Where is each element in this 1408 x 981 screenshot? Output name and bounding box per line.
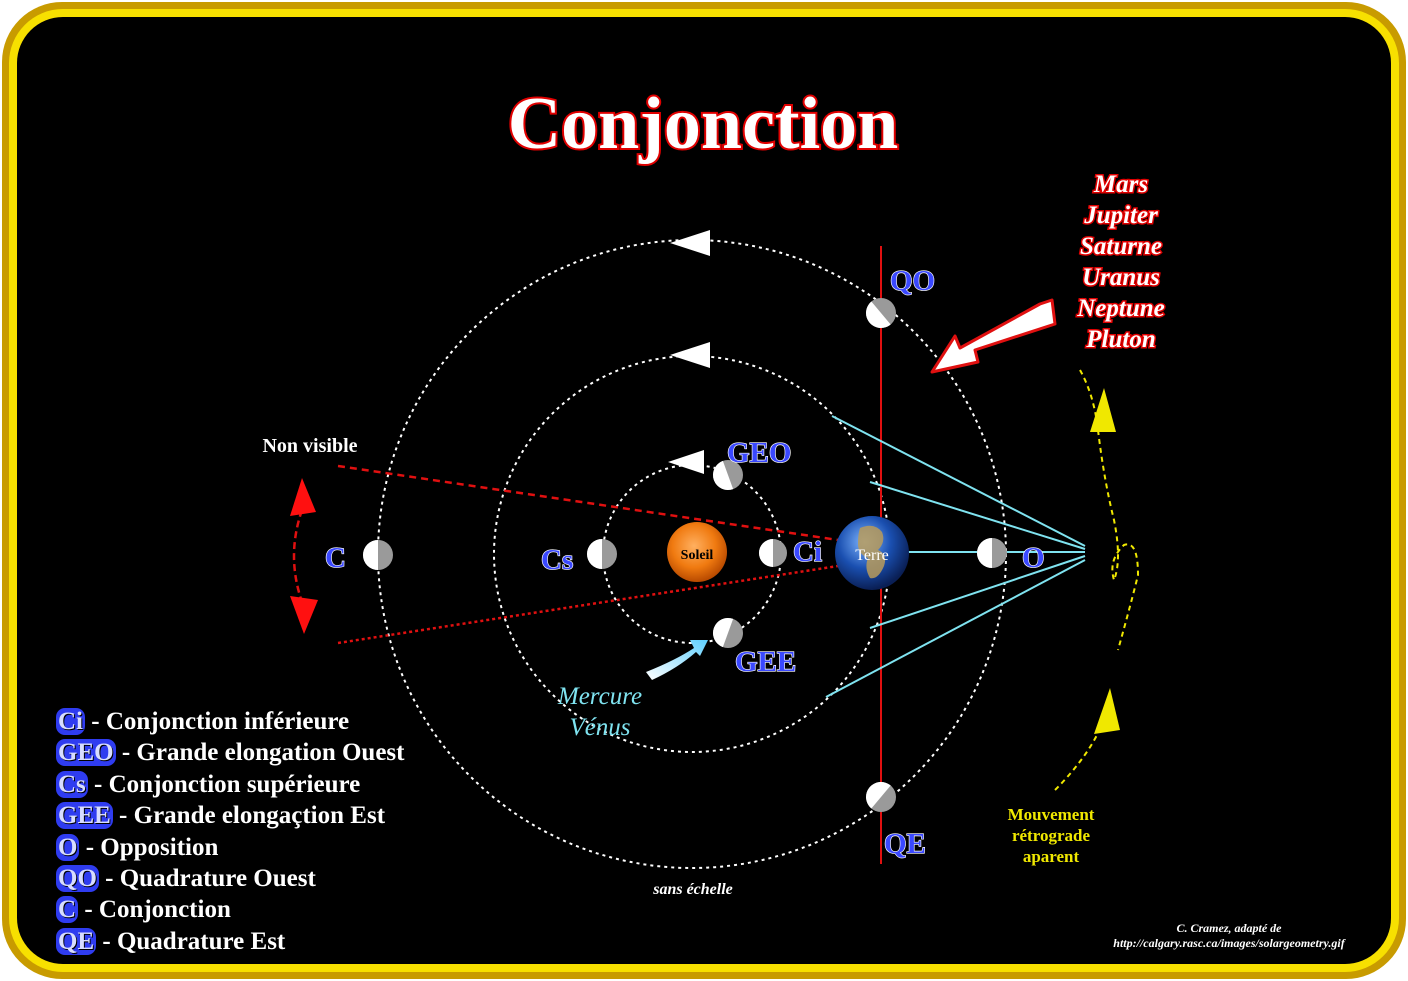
outer-planet-name: Neptune: [1076, 295, 1165, 322]
planet-marker-o: [977, 538, 1007, 568]
planet-marker-c: [363, 540, 393, 570]
sightline-red-lower: [337, 564, 839, 645]
legend-abbr: QO: [56, 864, 99, 892]
retrograde-arrow-up: [1090, 388, 1116, 432]
legend-row: Cs - Conjonction supérieure: [56, 769, 576, 800]
svg-text:http://calgary.rasc.ca/images/: http://calgary.rasc.ca/images/solargeome…: [1113, 936, 1345, 950]
outer-planet-name: Uranus: [1082, 264, 1160, 291]
legend-row: O - Opposition: [56, 832, 576, 863]
label-geo: GEO: [727, 437, 791, 469]
credit: C. Cramez, adapté de http://calgary.rasc…: [1113, 921, 1345, 950]
svg-text:rétrograde: rétrograde: [1012, 826, 1090, 845]
planet-markers: [363, 298, 1007, 812]
retrograde-label: Mouvement rétrograde aparent: [1008, 805, 1095, 866]
legend-desc: - Conjonction supérieure: [94, 770, 361, 798]
earth-label: Terre: [855, 547, 889, 564]
planet-marker-ci: [759, 539, 787, 567]
outer-planet-name: Mars: [1093, 171, 1148, 198]
label-c: C: [325, 542, 346, 574]
planet-marker-cs: [587, 539, 617, 569]
sun-label: Soleil: [681, 548, 714, 563]
sightline-red-upper: [337, 464, 839, 542]
outer-planets-list: Mars Jupiter Saturne Uranus Neptune Plut…: [1075, 170, 1167, 355]
label-cs: Cs: [541, 544, 573, 576]
legend-row: Ci - Conjonction inférieure: [56, 706, 576, 737]
legend-row: GEO - Grande elongation Ouest: [56, 737, 576, 768]
planet-marker-qe: [866, 782, 896, 812]
inner-planets-list: Mercure Vénus: [557, 683, 642, 741]
earth-continents: [858, 525, 886, 579]
label-qo: QO: [890, 265, 935, 297]
label-gee: GEE: [735, 646, 796, 678]
diagram-title: Conjonction: [508, 83, 899, 165]
legend: Ci - Conjonction inférieure GEO - Grande…: [56, 706, 576, 957]
legend-abbr: GEE: [56, 802, 113, 830]
label-o: O: [1022, 542, 1045, 574]
planet-marker-gee: [713, 618, 743, 648]
legend-row: C - Conjonction: [56, 894, 576, 925]
orbit-direction-arrow: [668, 450, 704, 474]
frame-background: [17, 17, 1391, 964]
label-ci: Ci: [793, 536, 822, 568]
legend-abbr: O: [56, 833, 80, 861]
label-qe: QE: [884, 828, 926, 860]
legend-desc: - Grande elongation Ouest: [121, 739, 405, 767]
inner-planet-name: Mercure: [557, 683, 642, 710]
svg-text:Mouvement: Mouvement: [1008, 805, 1095, 824]
legend-abbr: C: [56, 896, 79, 924]
legend-desc: - Conjonction: [84, 896, 231, 924]
legend-desc: - Conjonction inférieure: [91, 708, 350, 735]
orbit-direction-arrow: [670, 342, 710, 368]
inner-planet-name: Vénus: [569, 714, 630, 741]
legend-desc: - Opposition: [85, 833, 219, 861]
outer-planets-pointer: [930, 298, 1057, 374]
retrograde-arrow-lower: [1094, 688, 1120, 734]
legend-abbr: QE: [56, 927, 97, 955]
svg-text:aparent: aparent: [1023, 847, 1080, 866]
scale-note: sans échelle: [652, 881, 733, 898]
sun: [667, 522, 727, 582]
legend-desc: - Quadrature Ouest: [105, 864, 316, 892]
inner-planets-pointer: [646, 640, 708, 680]
legend-row: QO - Quadrature Ouest: [56, 863, 576, 894]
legend-row: GEE - Grande elongaçtion Est: [56, 800, 576, 831]
svg-text:C. Cramez, adapté de: C. Cramez, adapté de: [1177, 921, 1283, 935]
legend-abbr: GEO: [56, 739, 116, 767]
legend-row: QE - Quadrature Est: [56, 926, 576, 957]
non-visible-arrow-up: [290, 478, 316, 516]
non-visible-arc: [292, 509, 304, 603]
planet-marker-qo: [866, 298, 896, 328]
non-visible-label: Non visible: [262, 435, 357, 457]
legend-abbr: Cs: [56, 770, 88, 798]
legend-desc: - Grande elongaçtion Est: [119, 802, 386, 830]
outer-planet-name: Pluton: [1085, 326, 1155, 353]
non-visible-arrow-down: [290, 596, 318, 634]
outer-planet-name: Jupiter: [1083, 202, 1158, 229]
planet-marker-geo: [713, 460, 743, 490]
legend-abbr: Ci: [56, 708, 85, 735]
legend-desc: - Quadrature Est: [102, 927, 286, 955]
outer-planet-name: Saturne: [1080, 233, 1162, 260]
orbit-direction-arrow: [670, 230, 710, 256]
